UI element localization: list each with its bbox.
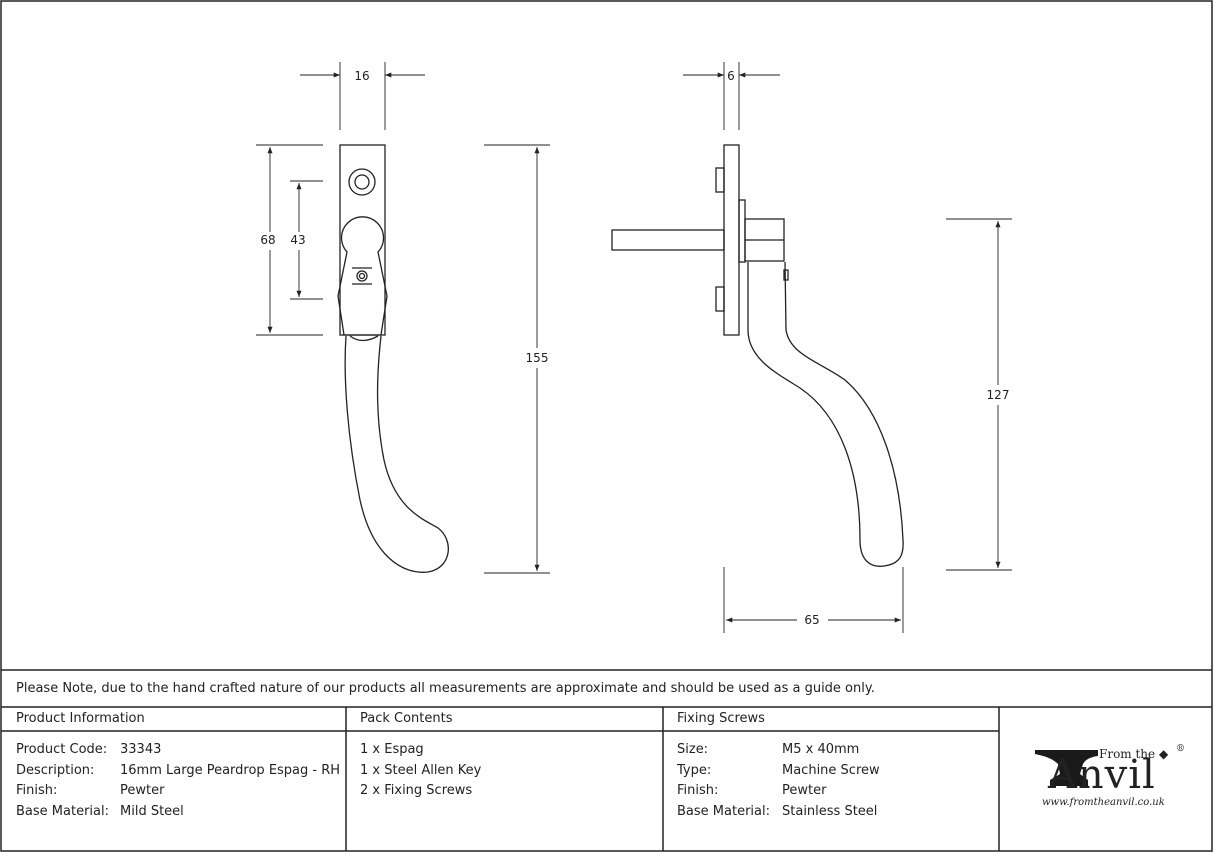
logo-from-the-text: From the: [1099, 747, 1156, 761]
product-info-label-finish: Finish:: [16, 783, 58, 798]
logo-diamond: ◆: [1158, 747, 1169, 761]
fixing-screws-label-finish: Finish:: [677, 783, 719, 798]
fixing-screws-value-size: M5 x 40mm: [782, 742, 860, 757]
fixing-screws-value-type: Machine Screw: [782, 763, 880, 778]
product-info-header: Product Information: [16, 711, 145, 726]
fixing-screws-value-finish: Pewter: [782, 783, 827, 798]
product-info-label-description: Description:: [16, 763, 95, 778]
logo-registered-mark: ®: [1176, 744, 1185, 754]
product-info-label-code: Product Code:: [16, 742, 108, 757]
side-view: [611, 144, 904, 567]
dim-total-height: 155: [526, 351, 549, 365]
dim-side-projection: 65: [804, 613, 819, 627]
product-info-value-description: 16mm Large Peardrop Espag - RH: [120, 763, 341, 778]
product-info-label-material: Base Material:: [16, 804, 109, 819]
front-view: [337, 144, 449, 573]
product-info-value-material: Mild Steel: [120, 804, 184, 819]
disclaimer-note: Please Note, due to the hand crafted nat…: [16, 681, 875, 696]
side-dimensions: [683, 62, 1012, 633]
pack-contents-item: 1 x Espag: [360, 742, 424, 757]
pack-contents-item: 1 x Steel Allen Key: [360, 763, 482, 778]
dim-side-height: 127: [987, 388, 1010, 402]
product-info-value-finish: Pewter: [120, 783, 165, 798]
fixing-screws-header: Fixing Screws: [677, 711, 765, 726]
fixing-screws-label-size: Size:: [677, 742, 709, 757]
dim-front-width: 16: [354, 69, 369, 83]
pack-contents-header: Pack Contents: [360, 711, 453, 726]
pack-contents-item: 2 x Fixing Screws: [360, 783, 473, 798]
fixing-screws-value-material: Stainless Steel: [782, 804, 878, 819]
fixing-screws-label-type: Type:: [677, 763, 712, 778]
dim-front-height-outer: 68: [260, 233, 275, 247]
anvil-logo-icon: [1035, 750, 1098, 786]
logo-brand: Anvil: [1048, 752, 1156, 798]
dim-front-height-inner: 43: [290, 233, 305, 247]
logo-url: www.fromtheanvil.co.uk: [1042, 797, 1165, 808]
logo-from-the: From the ◆: [1099, 747, 1168, 761]
product-info-value-code: 33343: [120, 742, 162, 757]
fixing-screws-label-material: Base Material:: [677, 804, 770, 819]
dim-side-depth: 6: [727, 69, 735, 83]
front-dimensions: [256, 62, 550, 574]
